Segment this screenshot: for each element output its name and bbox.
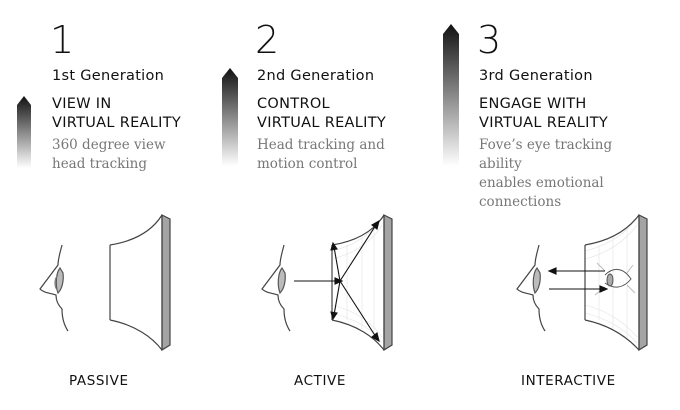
level-arrow-icon bbox=[17, 96, 31, 168]
generation-description: Fove’s eye tracking ability enables emot… bbox=[479, 137, 613, 210]
generation-description: Head tracking and motion control bbox=[257, 137, 385, 172]
level-arrow-icon bbox=[443, 24, 459, 166]
generation-3: 3 3rd Generation ENGAGE WITH VIRTUAL REA… bbox=[437, 0, 657, 410]
vr-screen-icon bbox=[331, 214, 393, 352]
level-arrow-icon bbox=[222, 68, 238, 166]
generation-heading: CONTROL VIRTUAL REALITY bbox=[257, 96, 387, 131]
generation-title: 1st Generation bbox=[52, 68, 165, 84]
generation-title: 3rd Generation bbox=[479, 68, 593, 84]
stage-label: INTERACTIVE bbox=[521, 373, 616, 389]
passive-illustration bbox=[39, 214, 171, 352]
generation-heading: ENGAGE WITH VIRTUAL REALITY bbox=[479, 96, 609, 131]
generation-number: 2 bbox=[255, 18, 280, 62]
vr-screen-icon bbox=[109, 214, 171, 352]
generation-number: 3 bbox=[477, 18, 502, 62]
generation-title: 2nd Generation bbox=[257, 68, 375, 84]
stage-label: ACTIVE bbox=[294, 373, 347, 389]
generation-1: 1 1st Generation VIEW IN VIRTUAL REALITY… bbox=[0, 0, 220, 410]
vr-screen-icon bbox=[584, 214, 648, 352]
generation-description: 360 degree view head tracking bbox=[52, 137, 166, 172]
head-profile-icon bbox=[261, 244, 291, 332]
motion-arrows-icon bbox=[294, 219, 380, 343]
stage-label: PASSIVE bbox=[69, 373, 129, 389]
head-profile-icon bbox=[39, 244, 69, 332]
generation-2: 2 2nd Generation CONTROL VIRTUAL REALITY… bbox=[222, 0, 442, 410]
active-illustration bbox=[261, 214, 393, 352]
generation-number: 1 bbox=[50, 18, 75, 62]
head-profile-icon bbox=[516, 244, 546, 332]
interactive-illustration bbox=[516, 214, 648, 352]
generation-heading: VIEW IN VIRTUAL REALITY bbox=[52, 96, 182, 131]
eye-tracking-arrows-icon bbox=[547, 267, 609, 293]
